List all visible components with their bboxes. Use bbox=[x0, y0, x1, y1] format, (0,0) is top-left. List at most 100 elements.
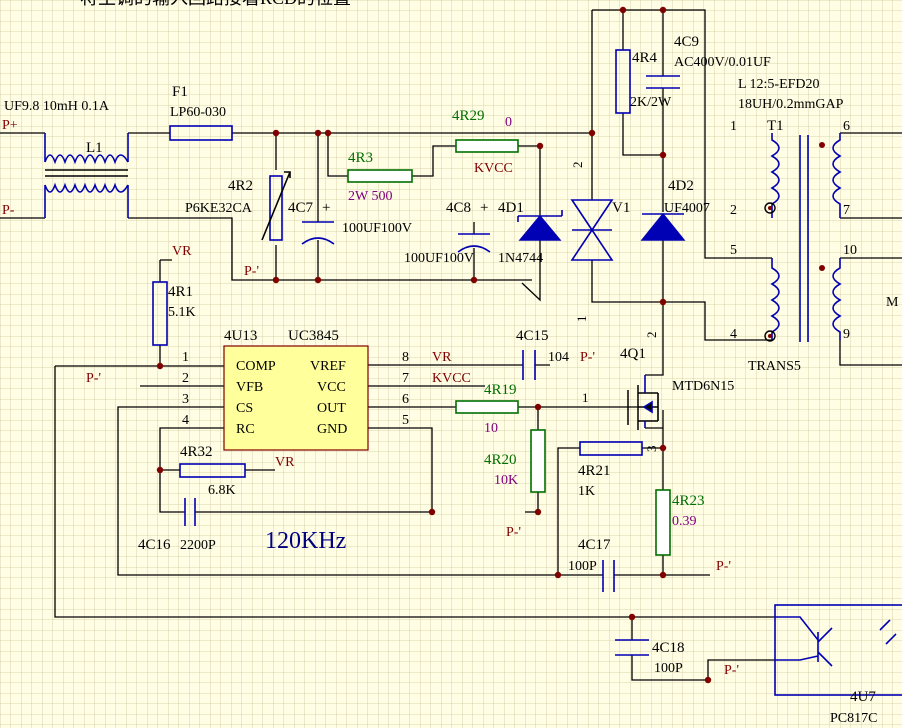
t1-pin-1: 1 bbox=[730, 119, 737, 134]
label-4c8-value: 100UF100V bbox=[404, 251, 474, 266]
net-p-minus-prime-3: P-' bbox=[580, 350, 595, 365]
resistor-4r32 bbox=[179, 463, 246, 478]
net-vr-2: VR bbox=[432, 350, 452, 365]
diode-4d2 bbox=[640, 212, 686, 241]
varistor-4r2 bbox=[261, 171, 291, 241]
capacitor-4c7 bbox=[301, 221, 335, 245]
u13-pin-rc: RC bbox=[236, 422, 255, 437]
net-p-minus: P- bbox=[2, 203, 15, 218]
resistor-4r23 bbox=[655, 489, 671, 556]
t1-pin-10: 10 bbox=[843, 243, 857, 258]
label-4r3-ref: 4R3 bbox=[348, 150, 373, 166]
label-4r1-ref: 4R1 bbox=[168, 284, 193, 300]
label-4u7-value: PC817C bbox=[830, 711, 877, 726]
label-f1-ref: F1 bbox=[172, 84, 188, 100]
optocoupler-4u7 bbox=[774, 604, 902, 696]
label-4q1-ref: 4Q1 bbox=[620, 346, 646, 362]
label-4r29-ref: 4R29 bbox=[452, 108, 485, 124]
capacitor-4c8 bbox=[457, 233, 491, 253]
u13-pin-3-num: 3 bbox=[182, 392, 189, 407]
label-4r4-ref: 4R4 bbox=[632, 50, 658, 66]
u13-pin-8-num: 8 bbox=[402, 350, 409, 365]
label-4r29-value: 0 bbox=[505, 115, 512, 130]
label-4r1-value: 5.1K bbox=[168, 305, 196, 320]
resistor-4r19 bbox=[455, 400, 519, 414]
transformer-dots bbox=[764, 142, 825, 342]
capacitor-4c16 bbox=[184, 498, 196, 526]
net-vr-3: VR bbox=[275, 455, 295, 470]
mosfet-4q1 bbox=[627, 375, 659, 430]
u13-pin-vfb: VFB bbox=[236, 380, 263, 395]
t1-pin-6: 6 bbox=[843, 119, 850, 134]
net-p-minus-prime-2: P-' bbox=[86, 371, 101, 386]
label-l1-value: UF9.8 10mH 0.1A bbox=[4, 99, 110, 114]
u13-pin-vref: VREF bbox=[310, 359, 346, 374]
u13-pin-6-num: 6 bbox=[402, 392, 409, 407]
label-4r19-value: 10 bbox=[484, 421, 498, 436]
net-kvcc-2: KVCC bbox=[432, 371, 471, 386]
u13-pin-5-num: 5 bbox=[402, 413, 409, 428]
label-f1-value: LP60-030 bbox=[170, 105, 226, 120]
u13-pin-1-num: 1 bbox=[182, 350, 189, 365]
capacitor-4c9 bbox=[646, 75, 680, 89]
net-kvcc-1: KVCC bbox=[474, 161, 513, 176]
label-t1-spec1: L 12:5-EFD20 bbox=[738, 77, 820, 92]
t1-pin-7: 7 bbox=[843, 203, 850, 218]
pin-v1-top: 2 bbox=[570, 162, 585, 169]
label-4c9-value: AC400V/0.01UF bbox=[674, 55, 771, 70]
label-4u7-ref: 4U7 bbox=[850, 689, 876, 705]
wires bbox=[0, 9, 902, 681]
label-4r19-ref: 4R19 bbox=[484, 382, 517, 398]
label-t1-type: TRANS5 bbox=[748, 359, 801, 374]
label-4u13-ref: 4U13 bbox=[224, 328, 257, 344]
u13-pin-cs: CS bbox=[236, 401, 253, 416]
label-t1-ref: T1 bbox=[767, 118, 784, 134]
label-4r21-value: 1K bbox=[578, 484, 595, 499]
resistor-4r4 bbox=[615, 49, 631, 114]
label-4r32-value: 6.8K bbox=[208, 483, 236, 498]
label-4c9-ref: 4C9 bbox=[674, 34, 699, 50]
label-4c7-ref: 4C7 bbox=[288, 200, 314, 216]
label-4c8-plus: + bbox=[480, 200, 488, 216]
transformer-t1 bbox=[770, 133, 842, 342]
choke-l1 bbox=[44, 133, 129, 218]
net-vr-1: VR bbox=[172, 244, 192, 259]
label-4c15-value: 104 bbox=[548, 350, 569, 365]
label-4c18-ref: 4C18 bbox=[652, 640, 685, 656]
u13-pin-7-num: 7 bbox=[402, 371, 409, 386]
net-p-minus-prime-6: P-' bbox=[724, 663, 739, 678]
net-p-plus: P+ bbox=[2, 118, 18, 133]
ic-4u13 bbox=[223, 345, 369, 451]
capacitor-4c15 bbox=[522, 350, 536, 380]
t1-pin-9: 9 bbox=[843, 327, 850, 342]
junctions bbox=[156, 6, 712, 684]
label-4c16-ref: 4C16 bbox=[138, 537, 171, 553]
label-l1-ref: L1 bbox=[86, 140, 103, 156]
label-4r3-value: 2W 500 bbox=[348, 189, 392, 204]
label-4r20-value: 10K bbox=[494, 473, 518, 488]
label-4d2-ref: 4D2 bbox=[668, 178, 694, 194]
label-4q1-value: MTD6N15 bbox=[672, 379, 734, 394]
label-v1-ref: V1 bbox=[612, 200, 630, 216]
title-fragment: 将主调的输入回路接着RCD的位置 bbox=[80, 0, 351, 8]
resistor-4r29 bbox=[455, 139, 519, 153]
pin-v1-bottom: 1 bbox=[574, 316, 589, 323]
resistor-4r1 bbox=[152, 281, 168, 346]
label-edge-m: M bbox=[886, 295, 899, 310]
capacitor-4c18 bbox=[615, 639, 649, 656]
label-4c8-ref: 4C8 bbox=[446, 200, 471, 216]
label-4c17-value: 100P bbox=[568, 559, 597, 574]
label-4r23-ref: 4R23 bbox=[672, 493, 705, 509]
label-4c7-value: 100UF100V bbox=[342, 221, 412, 236]
u13-pin-comp: COMP bbox=[236, 359, 276, 374]
pin-q1-gate: 1 bbox=[582, 390, 589, 405]
u13-pin-2-num: 2 bbox=[182, 371, 189, 386]
label-4r32-ref: 4R32 bbox=[180, 444, 213, 460]
net-p-minus-prime-1: P-' bbox=[244, 264, 259, 279]
t1-pin-4: 4 bbox=[730, 327, 737, 342]
resistor-4r20 bbox=[530, 429, 546, 493]
label-4r21-ref: 4R21 bbox=[578, 463, 611, 479]
u13-pin-4-num: 4 bbox=[182, 413, 189, 428]
